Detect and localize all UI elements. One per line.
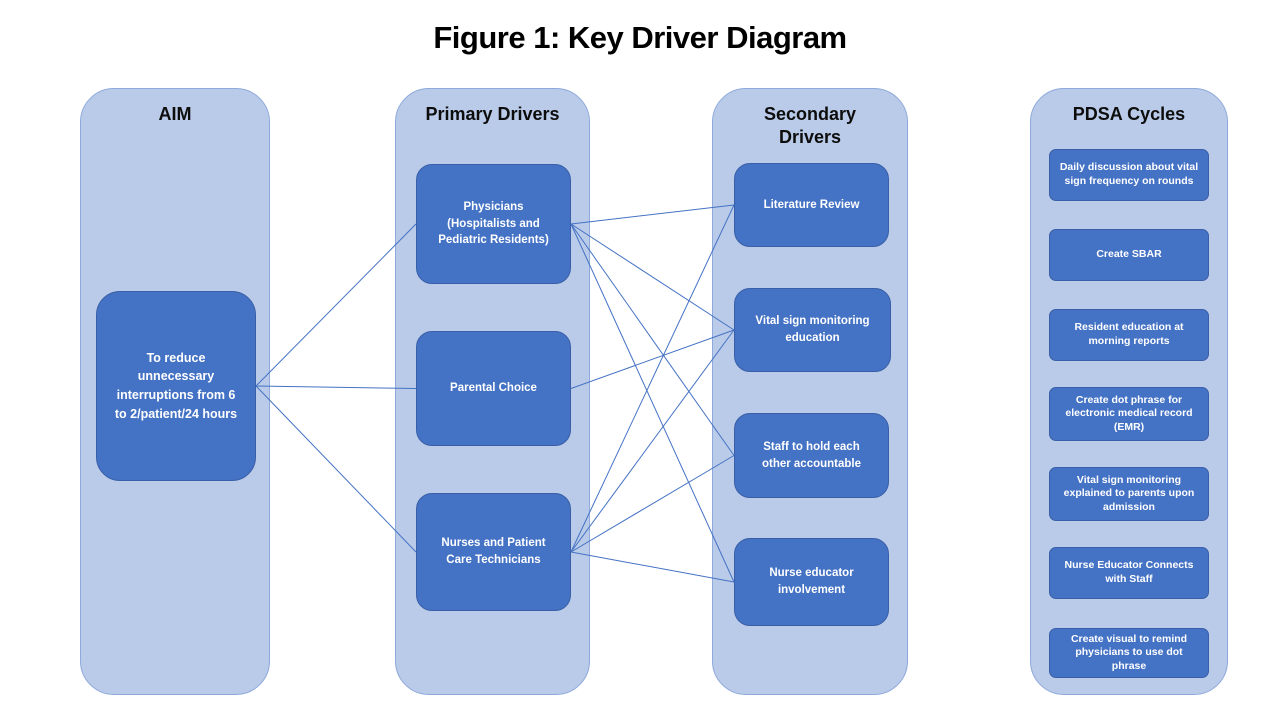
pdsa-box-resident-education: Resident education at morning reports bbox=[1049, 309, 1209, 361]
pdsa-cycles-column: PDSA Cycles Daily discussion about vital… bbox=[1030, 88, 1228, 695]
connector-line bbox=[570, 204, 735, 225]
connector-line bbox=[570, 455, 735, 553]
connector-line bbox=[255, 385, 417, 389]
connector-line bbox=[570, 223, 735, 583]
connector-line bbox=[570, 223, 735, 456]
primary-box-nurses: Nurses and Patient Care Technicians bbox=[416, 493, 571, 611]
secondary-box-vital-sign-education: Vital sign monitoring education bbox=[734, 288, 891, 372]
aim-column: AIM To reduce unnecessary interruptions … bbox=[80, 88, 270, 695]
page-title: Figure 1: Key Driver Diagram bbox=[433, 20, 847, 55]
aim-header: AIM bbox=[158, 104, 192, 124]
pdsa-box-visual-reminder: Create visual to remind physicians to us… bbox=[1049, 628, 1209, 678]
pdsa-box-parent-explanation: Vital sign monitoring explained to paren… bbox=[1049, 467, 1209, 521]
secondary-drivers-column: Secondary Drivers Literature Review Vita… bbox=[712, 88, 908, 695]
primary-box-parental-choice: Parental Choice bbox=[416, 331, 571, 446]
primary-box-physicians: Physicians (Hospitalists and Pediatric R… bbox=[416, 164, 571, 284]
secondary-drivers-header: Secondary Drivers bbox=[763, 104, 857, 147]
primary-drivers-column: Primary Drivers Physicians (Hospitalists… bbox=[395, 88, 590, 695]
secondary-box-literature-review: Literature Review bbox=[734, 163, 889, 247]
pdsa-box-daily-discussion: Daily discussion about vital sign freque… bbox=[1049, 149, 1209, 201]
connector-line bbox=[570, 551, 735, 583]
connector-line bbox=[570, 329, 735, 389]
pdsa-box-nurse-educator-connects: Nurse Educator Connects with Staff bbox=[1049, 547, 1209, 599]
primary-drivers-header: Primary Drivers bbox=[425, 104, 560, 124]
connector-line bbox=[570, 329, 735, 553]
connector-line bbox=[570, 223, 735, 331]
connector-line bbox=[255, 385, 417, 553]
pdsa-box-create-sbar: Create SBAR bbox=[1049, 229, 1209, 281]
connector-line bbox=[570, 204, 735, 553]
pdsa-cycles-header: PDSA Cycles bbox=[1072, 104, 1186, 124]
aim-box: To reduce unnecessary interruptions from… bbox=[96, 291, 256, 481]
connector-line bbox=[255, 223, 417, 387]
secondary-box-nurse-educator: Nurse educator involvement bbox=[734, 538, 889, 626]
secondary-box-staff-accountable: Staff to hold each other accountable bbox=[734, 413, 889, 498]
pdsa-box-dot-phrase: Create dot phrase for electronic medical… bbox=[1049, 387, 1209, 441]
